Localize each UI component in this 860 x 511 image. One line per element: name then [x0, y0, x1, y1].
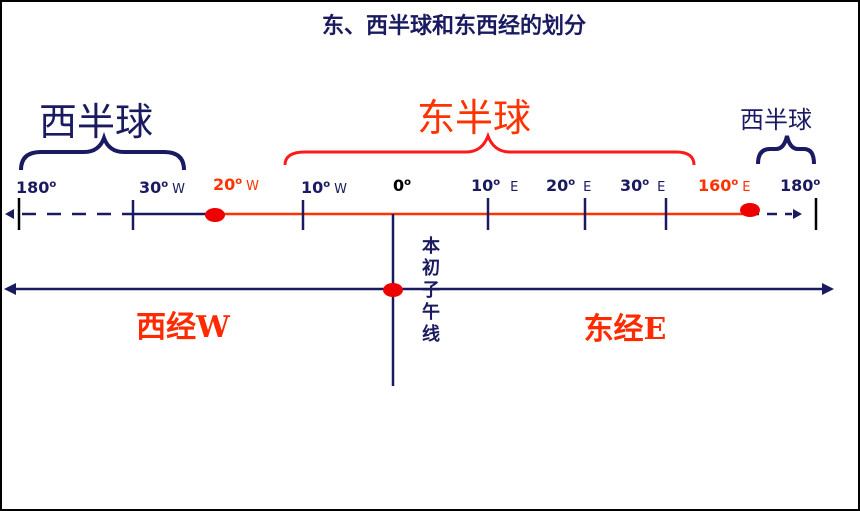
east-hemisphere-brace	[283, 131, 696, 166]
lower-left-arrowhead	[4, 283, 16, 295]
right-arrowhead	[793, 209, 802, 219]
dot-20w	[205, 208, 225, 222]
prime-meridian-char-2: 初	[422, 257, 440, 279]
lower-right-arrowhead	[822, 283, 834, 295]
prime-meridian-char-5: 线	[422, 323, 440, 345]
dot-160e	[740, 203, 760, 217]
west-hemisphere-brace-left	[19, 132, 186, 171]
prime-meridian-char-3: 子	[422, 280, 440, 301]
prime-meridian-label: 本 初 子 午 线	[422, 235, 440, 345]
tick-label-180-right: 180o	[780, 176, 820, 195]
page-title: 东、西半球和东西经的划分	[322, 13, 586, 39]
west-hemisphere-brace-right	[756, 135, 816, 165]
dot-prime-meridian	[383, 283, 403, 297]
east-longitude-label: 东经E	[584, 312, 667, 347]
prime-meridian-char-1: 本	[422, 235, 440, 257]
east-hemisphere-label: 东半球	[417, 96, 531, 140]
tick-label-180-left: 180o	[16, 178, 56, 197]
west-hemisphere-label-left: 西半球	[39, 100, 153, 144]
west-longitude-label: 西经W	[136, 310, 231, 345]
west-hemisphere-label-right: 西半球	[740, 106, 812, 134]
tick-label-0: 0o	[393, 176, 411, 195]
prime-meridian-char-4: 午	[422, 301, 440, 323]
left-arrowhead	[5, 209, 14, 219]
